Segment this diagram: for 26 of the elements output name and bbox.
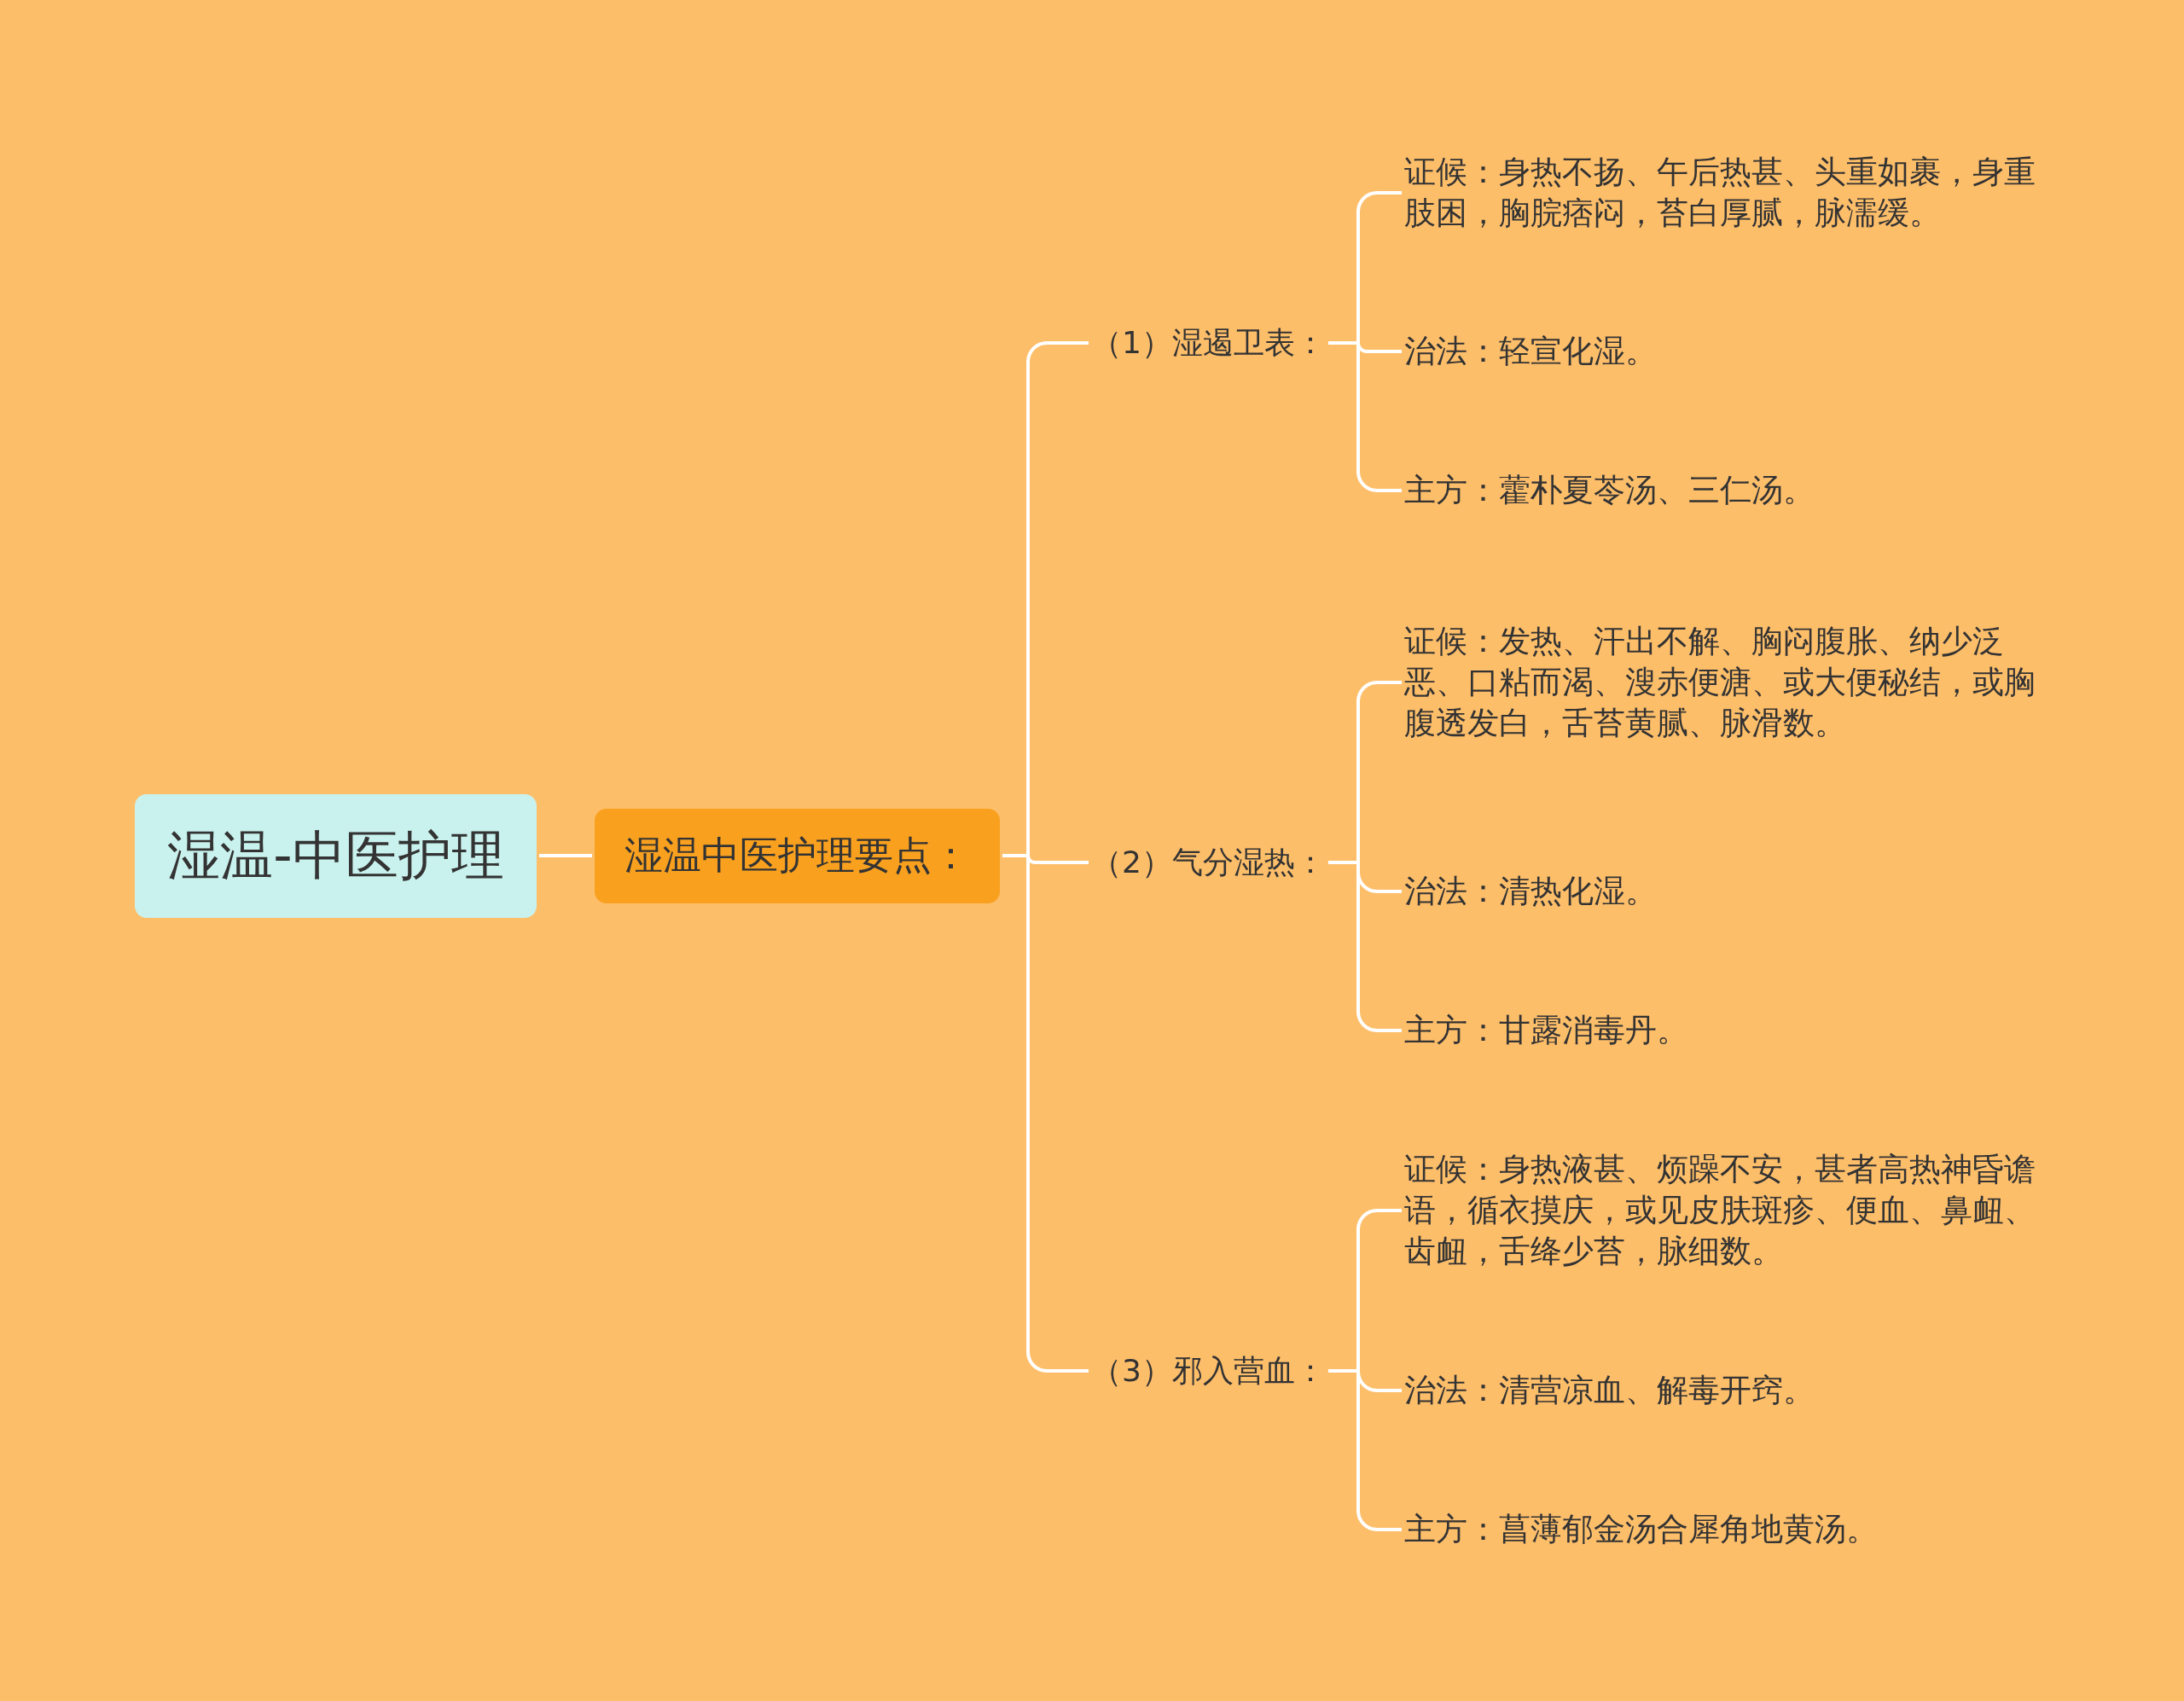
connector-line bbox=[1026, 341, 1089, 363]
connector-line bbox=[1356, 872, 1402, 893]
leaf-text: 证候：身热不扬、午后热甚、头重如裹，身重肢困，胸脘痞闷，苔白厚腻，脉濡缓。 bbox=[1404, 152, 2039, 234]
connector-line bbox=[1356, 681, 1402, 702]
connector-line bbox=[1356, 1209, 1402, 1230]
central-topic: 湿温-中医护理 bbox=[135, 793, 537, 918]
connector-line bbox=[1356, 1371, 1402, 1392]
branch-label: （2）气分湿热： bbox=[1091, 842, 1326, 883]
main-topic-box: 湿温中医护理要点： bbox=[595, 808, 1000, 903]
leaf-text: 治法：清热化湿。 bbox=[1404, 871, 2039, 912]
leaf-text: 证候：身热液甚、烦躁不安，甚者高热神昏谵语，循衣摸庆，或见皮肤斑疹、便血、鼻衄、齿衄，舌绛少苔，脉细数。 bbox=[1404, 1149, 2039, 1272]
leaf-text: 主方：菖薄郁金汤合犀角地黄汤。 bbox=[1404, 1509, 2039, 1550]
leaf-text: 证候：发热、汗出不解、胸闷腹胀、纳少泛恶、口粘而渴、溲赤便溏、或大便秘结，或胸腹透发白，舌苔黄腻、脉滑数。 bbox=[1404, 621, 2039, 744]
connector-line bbox=[1356, 1510, 1402, 1531]
leaf-text: 治法：轻宣化湿。 bbox=[1404, 331, 2039, 372]
leaf-text: 治法：清营凉血、解毒开窍。 bbox=[1404, 1370, 2039, 1411]
connector-line bbox=[1356, 471, 1402, 492]
leaf-text: 主方：藿朴夏苓汤、三仁汤。 bbox=[1404, 470, 2039, 511]
branch-label: （1）湿遏卫表： bbox=[1091, 322, 1326, 363]
connector-line bbox=[1026, 855, 1089, 864]
connector-line bbox=[1356, 1011, 1402, 1032]
leaf-text: 主方：甘露消毒丹。 bbox=[1404, 1010, 2039, 1051]
connector-line bbox=[1356, 191, 1402, 212]
branch-label: （3）邪入营血： bbox=[1091, 1350, 1326, 1391]
connector-line bbox=[1026, 1351, 1089, 1373]
connector-line bbox=[539, 854, 592, 857]
